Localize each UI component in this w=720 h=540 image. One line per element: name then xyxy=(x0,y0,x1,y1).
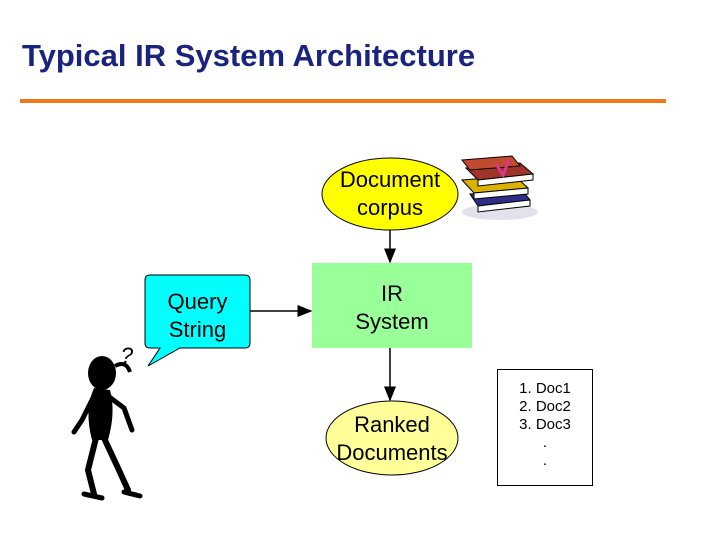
ranked-documents-label: Ranked Documents xyxy=(322,411,462,467)
ranked-list-item: 3. Doc3 xyxy=(519,416,571,433)
ir-system-node xyxy=(312,263,472,348)
document-corpus-label: Document corpus xyxy=(330,166,450,222)
query-string-label-line1: Query xyxy=(167,289,228,314)
question-mark: ? xyxy=(120,343,134,368)
document-corpus-label-line2: corpus xyxy=(356,195,424,220)
ranked-list-item: 1. Doc1 xyxy=(519,380,571,397)
query-bubble xyxy=(144,274,251,367)
query-string-label: Query String xyxy=(145,288,250,344)
document-corpus-label-line1: Document xyxy=(339,167,441,192)
ranked-list-box: 1. Doc1 2. Doc2 3. Doc3 . . xyxy=(497,369,593,486)
ir-system-label-line1: IR xyxy=(381,281,403,306)
ranked-list-item: . xyxy=(542,452,548,469)
ranked-list-item: . xyxy=(542,434,548,451)
ranked-documents-label-line1: Ranked xyxy=(354,412,430,437)
books-icon xyxy=(460,155,538,220)
thinking-person-icon xyxy=(71,356,143,501)
ranked-list-item: 2. Doc2 xyxy=(519,398,571,415)
ranked-documents-label-line2: Documents xyxy=(336,440,448,465)
ir-system-label-line2: System xyxy=(355,309,429,334)
ir-system-label: IR System xyxy=(312,280,472,336)
query-string-label-line2: String xyxy=(168,317,227,342)
title-underline xyxy=(20,99,666,103)
slide-title: Typical IR System Architecture xyxy=(22,38,476,73)
